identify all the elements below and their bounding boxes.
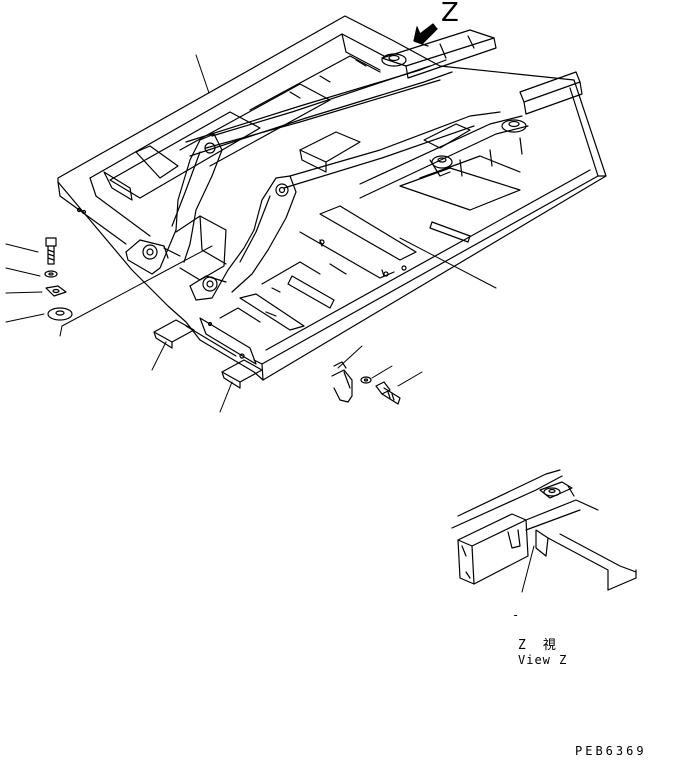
- revolving-frame: [58, 16, 606, 380]
- view-z-arrow: [414, 24, 437, 46]
- boom-brackets: [126, 134, 296, 300]
- view-z-caption-english: View Z: [518, 653, 568, 667]
- leader-lines: [6, 55, 496, 412]
- long-beams: [186, 30, 582, 198]
- detail-dash-mark: -: [512, 608, 520, 622]
- drawing-code: PEB6369: [575, 744, 647, 758]
- front-plates: [154, 320, 262, 388]
- view-z-letter: Z: [441, 0, 459, 28]
- detail-view-z: [452, 470, 636, 592]
- right-fastener-group: [332, 362, 400, 404]
- left-fastener-stack: [45, 238, 72, 320]
- view-z-caption-japanese: Z 視: [518, 638, 558, 653]
